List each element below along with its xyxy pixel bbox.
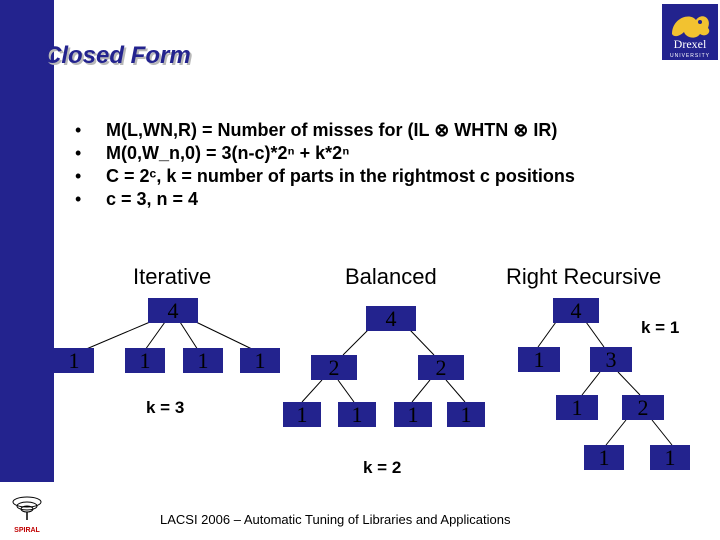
tree-node: 1 <box>518 347 560 372</box>
bullet-item: C = 2ᶜ, k = number of parts in the right… <box>72 166 575 189</box>
tree-node: 4 <box>553 298 599 323</box>
tree-node: 1 <box>183 348 223 373</box>
tree-node: 1 <box>447 402 485 427</box>
tree-node: 1 <box>283 402 321 427</box>
bullet-item: M(0,W_n,0) = 3(n-c)*2ⁿ + k*2ⁿ <box>72 143 575 166</box>
k-label-right-recursive: k = 1 <box>641 318 680 337</box>
heading-iterative: Iterative <box>133 264 212 289</box>
heading-right-recursive: Right Recursive <box>506 264 662 289</box>
tree-node: 1 <box>556 395 598 420</box>
tree-node: 3 <box>590 347 632 372</box>
bullet-list: M(L,WN,R) = Number of misses for (IL ⊗ W… <box>72 120 575 212</box>
tree-node: 2 <box>622 395 664 420</box>
footer-text: LACSI 2006 – Automatic Tuning of Librari… <box>160 512 511 527</box>
tree-node: 1 <box>394 402 432 427</box>
logo-subtext: UNIVERSITY <box>670 53 710 59</box>
sidebar-band <box>0 0 54 482</box>
tree-node: 1 <box>54 348 94 373</box>
tree-node: 4 <box>148 298 198 323</box>
spiral-logo: SPIRAL <box>12 496 42 534</box>
logo-text: Drexel <box>674 37 707 51</box>
tree-node: 2 <box>418 355 464 380</box>
tree-node: 2 <box>311 355 357 380</box>
slide-title: Closed Form <box>44 42 191 69</box>
tree-node: 1 <box>125 348 165 373</box>
tree-node: 1 <box>338 402 376 427</box>
k-label-iterative: k = 3 <box>146 398 185 417</box>
tree-node: 1 <box>240 348 280 373</box>
tree-node: 4 <box>366 306 416 331</box>
k-label-balanced: k = 2 <box>363 458 402 477</box>
bullet-item: M(L,WN,R) = Number of misses for (IL ⊗ W… <box>72 120 575 143</box>
tree-node: 1 <box>650 445 690 470</box>
drexel-logo: Drexel UNIVERSITY <box>662 4 718 60</box>
spiral-logo-text: SPIRAL <box>14 527 40 534</box>
heading-balanced: Balanced <box>345 264 437 289</box>
tree-node: 1 <box>584 445 624 470</box>
bullet-item: c = 3, n = 4 <box>72 189 575 212</box>
